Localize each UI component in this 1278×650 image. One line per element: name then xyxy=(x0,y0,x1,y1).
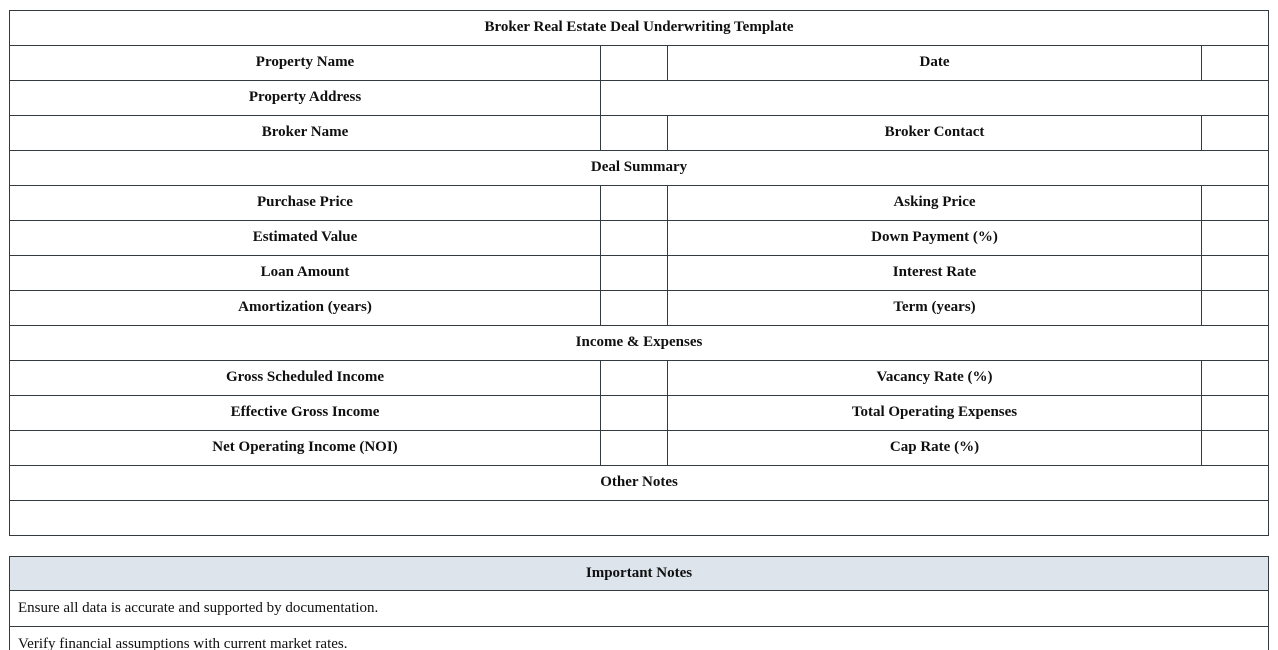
label-term: Term (years) xyxy=(667,290,1202,326)
label-cap-rate: Cap Rate (%) xyxy=(667,430,1202,466)
label-broker-name: Broker Name xyxy=(9,115,601,151)
important-notes-table: Important Notes Ensure all data is accur… xyxy=(9,556,1269,650)
input-amortization[interactable] xyxy=(600,290,668,326)
label-date: Date xyxy=(667,45,1202,81)
input-cap-rate[interactable] xyxy=(1200,430,1270,466)
table-row: Property Name Date xyxy=(9,45,1270,81)
label-net-operating-income: Net Operating Income (NOI) xyxy=(9,430,601,466)
table-row: Property Address xyxy=(9,80,1270,116)
section-header-deal-summary: Deal Summary xyxy=(8,150,1270,186)
input-other-notes[interactable] xyxy=(8,500,1270,536)
table-gap-divider xyxy=(9,536,1268,556)
label-property-name: Property Name xyxy=(9,45,601,81)
important-notes-title: Important Notes xyxy=(9,556,1269,591)
table-row: Estimated Value Down Payment (%) xyxy=(9,220,1270,256)
label-interest-rate: Interest Rate xyxy=(667,255,1202,291)
table-row-section: Income & Expenses xyxy=(8,325,1270,361)
label-purchase-price: Purchase Price xyxy=(9,185,601,221)
input-broker-contact[interactable] xyxy=(1200,115,1270,151)
table-row xyxy=(8,500,1270,536)
label-vacancy-rate: Vacancy Rate (%) xyxy=(667,360,1202,396)
label-asking-price: Asking Price xyxy=(667,185,1202,221)
table-row-title: Important Notes xyxy=(9,556,1269,591)
page-title: Broker Real Estate Deal Underwriting Tem… xyxy=(8,10,1270,46)
input-down-payment[interactable] xyxy=(1200,220,1270,256)
input-interest-rate[interactable] xyxy=(1200,255,1270,291)
input-date[interactable] xyxy=(1200,45,1270,81)
underwriting-template-table: Broker Real Estate Deal Underwriting Tem… xyxy=(8,10,1270,536)
important-note-1: Ensure all data is accurate and supporte… xyxy=(9,590,1269,627)
input-asking-price[interactable] xyxy=(1200,185,1270,221)
input-estimated-value[interactable] xyxy=(600,220,668,256)
label-total-operating-expenses: Total Operating Expenses xyxy=(667,395,1202,431)
table-row: Amortization (years) Term (years) xyxy=(9,290,1270,326)
label-loan-amount: Loan Amount xyxy=(9,255,601,291)
input-net-operating-income[interactable] xyxy=(600,430,668,466)
table-row: Effective Gross Income Total Operating E… xyxy=(9,395,1270,431)
input-term[interactable] xyxy=(1200,290,1270,326)
input-broker-name[interactable] xyxy=(600,115,668,151)
table-row-section: Other Notes xyxy=(8,465,1270,501)
input-vacancy-rate[interactable] xyxy=(1200,360,1270,396)
table-row: Purchase Price Asking Price xyxy=(9,185,1270,221)
label-gross-scheduled-income: Gross Scheduled Income xyxy=(9,360,601,396)
list-item: Ensure all data is accurate and supporte… xyxy=(9,590,1269,627)
label-down-payment: Down Payment (%) xyxy=(667,220,1202,256)
table-row-section: Deal Summary xyxy=(8,150,1270,186)
section-header-income-expenses: Income & Expenses xyxy=(8,325,1270,361)
section-header-other-notes: Other Notes xyxy=(8,465,1270,501)
input-gross-scheduled-income[interactable] xyxy=(600,360,668,396)
input-property-name[interactable] xyxy=(600,45,668,81)
table-row: Broker Name Broker Contact xyxy=(9,115,1270,151)
table-row: Gross Scheduled Income Vacancy Rate (%) xyxy=(9,360,1270,396)
input-loan-amount[interactable] xyxy=(600,255,668,291)
input-property-address[interactable] xyxy=(599,80,1270,116)
input-effective-gross-income[interactable] xyxy=(600,395,668,431)
label-estimated-value: Estimated Value xyxy=(9,220,601,256)
label-effective-gross-income: Effective Gross Income xyxy=(9,395,601,431)
input-total-operating-expenses[interactable] xyxy=(1200,395,1270,431)
input-purchase-price[interactable] xyxy=(600,185,668,221)
table-row-title: Broker Real Estate Deal Underwriting Tem… xyxy=(8,10,1270,46)
table-row: Net Operating Income (NOI) Cap Rate (%) xyxy=(9,430,1270,466)
important-note-2: Verify financial assumptions with curren… xyxy=(9,626,1269,650)
label-property-address: Property Address xyxy=(9,80,601,116)
label-broker-contact: Broker Contact xyxy=(667,115,1202,151)
table-row: Loan Amount Interest Rate xyxy=(9,255,1270,291)
list-item: Verify financial assumptions with curren… xyxy=(9,626,1269,650)
label-amortization: Amortization (years) xyxy=(9,290,601,326)
